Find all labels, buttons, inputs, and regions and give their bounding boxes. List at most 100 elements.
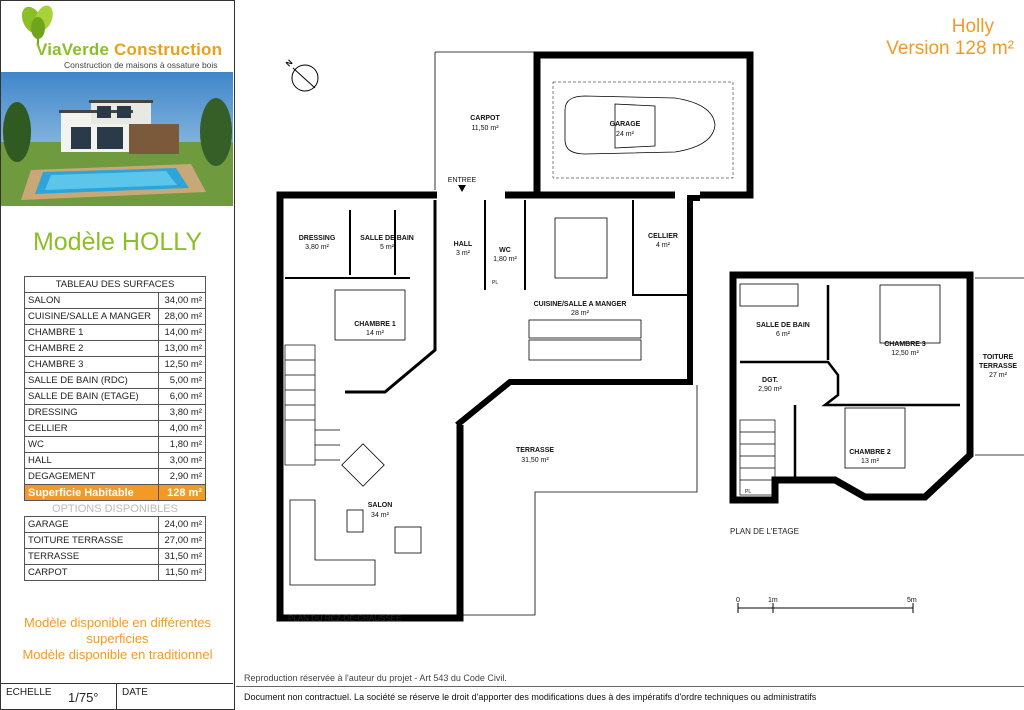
garage-walls [533,51,754,199]
room-name-chambre1: CHAMBRE 1 [354,321,396,328]
room-area-cellier: 4 m² [656,242,671,249]
row-value: 34,00 m² [158,292,206,309]
reproduction-notice: Reproduction réservée à l'auteur du proj… [244,673,507,683]
room-area-cuisine: 28 m² [571,310,590,317]
etage-outer-walls [729,271,974,504]
pl-label: PL [745,489,751,495]
availability-line: Modèle disponible en traditionnel [22,647,213,662]
staircase-icon [284,344,340,466]
row-name: WC [24,436,159,453]
room-name-cellier: CELLIER [648,233,678,240]
room-name-garage: GARAGE [610,121,641,128]
house-photo [1,72,233,206]
etage-wall [740,360,960,407]
row-value: 24,00 m² [158,516,206,533]
room-name-carpot: CARPOT [470,115,500,122]
kitchen-counter [528,319,642,339]
info-panel: ViaVerde Construction Construction de ma… [0,0,235,710]
room-area-chambre2: 13 m² [861,458,880,465]
room-name-toiture-2: TERRASSE [979,363,1017,370]
logo: ViaVerde Construction Construction de ma… [2,2,231,70]
room-name-cuisine: CUISINE/SALLE A MANGER [534,301,627,308]
plan-label-rdc: PLAN DU REZ-DE-CHAUSSEE [288,614,402,623]
bathtub-icon [739,283,799,307]
row-value: 1,80 m² [158,436,206,453]
table-title: TABLEAU DES SURFACES [24,276,206,293]
plan-version: Version 128 m² [886,38,1014,59]
row-value: 6,00 m² [158,388,206,405]
table-row: SALLE DE BAIN (RDC)5,00 m² [24,372,206,389]
room-area-wc: 1,80 m² [493,256,517,263]
room-name-dgt: DGT. [762,377,778,384]
date-label: DATE [122,687,148,698]
room-area-toiture: 27 m² [989,372,1008,379]
entrance-arrow-icon [458,185,466,192]
room-name-sdb-rdc: SALLE DE BAIN [360,235,414,242]
availability-note: Modèle disponible en différentes superfi… [0,615,235,663]
room-area-salon: 34 m² [371,512,390,519]
row-name: DRESSING [24,404,159,421]
row-name: DEGAGEMENT [24,468,159,485]
row-name: HALL [24,452,159,469]
plan-label-etage: PLAN DE L'ETAGE [730,527,799,536]
row-value: 31,50 m² [158,548,206,565]
room-name-terrasse: TERRASSE [516,447,554,454]
options-header-row: OPTIONS DISPONIBLES [24,500,206,517]
availability-line: Modèle disponible en différentes [24,615,211,630]
room-name-dressing: DRESSING [299,235,336,242]
habitable-value: 128 m² [158,484,206,501]
room-area-chambre3: 12,50 m² [891,350,919,357]
room-area-dressing: 3,80 m² [305,244,329,251]
scale-label: ECHELLE [6,687,52,698]
row-value: 3,00 m² [158,452,206,469]
divider [116,684,117,710]
room-area-carpot: 11,50 m² [471,125,499,132]
table-row: SALLE DE BAIN (ETAGE)6,00 m² [24,388,206,405]
row-name: CUISINE/SALLE A MANGER [24,308,159,325]
scale-bar-one: 1m [768,597,778,604]
room-area-sdb-etage: 6 m² [776,331,791,338]
row-name: GARAGE [24,516,159,533]
options-title: OPTIONS DISPONIBLES [24,500,206,517]
room-area-hall: 3 m² [456,250,471,257]
row-value: 2,90 m² [158,468,206,485]
kitchen-counter [528,339,642,361]
terrace-outline [456,385,698,616]
brand-name: ViaVerde Construction [36,40,223,59]
bed-icon [334,289,406,341]
row-value: 27,00 m² [158,532,206,549]
row-name: SALON [24,292,159,309]
compass-label: N [284,58,295,69]
row-value: 13,00 m² [158,340,206,357]
room-name-hall: HALL [454,241,473,248]
room-name-chambre2: CHAMBRE 2 [849,449,891,456]
room-area-chambre1: 14 m² [366,330,385,337]
room-name-chambre3: CHAMBRE 3 [884,341,926,348]
row-value: 28,00 m² [158,308,206,325]
brand-tagline: Construction de maisons à ossature bois [64,60,218,70]
room-name-salon: SALON [368,502,393,509]
scale-bar-zero: 0 [736,597,740,604]
row-value: 12,50 m² [158,356,206,373]
footer-divider [236,686,1024,687]
row-name: CHAMBRE 1 [24,324,159,341]
sofa-icon [289,499,376,586]
garage-parking-zone [552,81,734,179]
bed-icon [844,407,906,469]
room-name-sdb-etage: SALLE DE BAIN [756,322,810,329]
row-name: CHAMBRE 2 [24,340,159,357]
coffee-table-icon [346,509,364,533]
table-header-row: TABLEAU DES SURFACES [24,276,206,293]
row-name: SALLE DE BAIN (ETAGE) [24,388,159,405]
